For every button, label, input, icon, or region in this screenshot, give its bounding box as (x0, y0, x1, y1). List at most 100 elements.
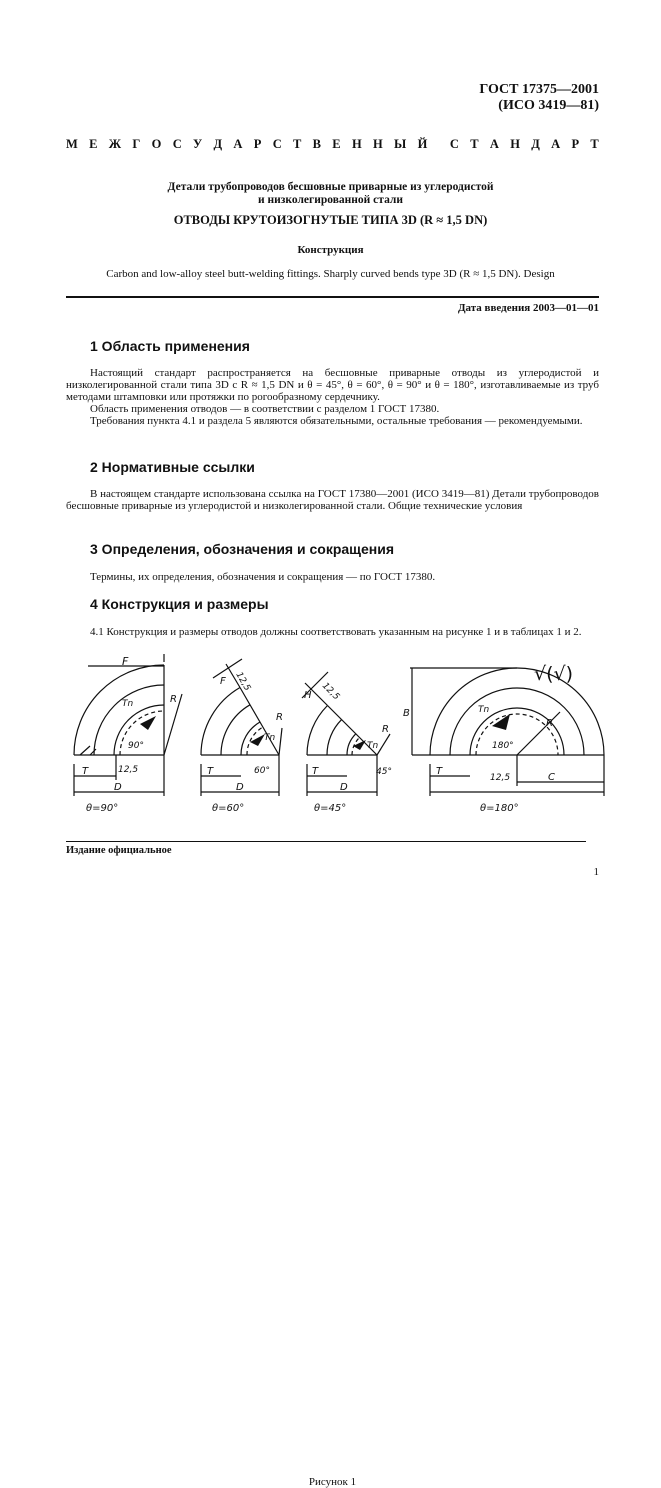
banner-letter: А (489, 137, 499, 151)
bend-90-hatch (140, 716, 156, 730)
figure-caption: Рисунок 1 (308, 1476, 357, 1488)
paragraph: Термины, их определения, обозначения и с… (90, 571, 436, 583)
bend-45-inner-arc (346, 733, 357, 756)
bend-60-end-face (239, 687, 280, 756)
label-T: T (436, 766, 443, 777)
construction-label: Конструкция (297, 244, 364, 256)
section-heading: 3 Определения, обозначения и сокращения (90, 541, 395, 557)
introduction-date: Дата введения 2003—01—01 (457, 302, 599, 314)
banner-letter: У (193, 137, 203, 151)
banner-letter: М (66, 137, 78, 151)
figure-1: F R Tn 90° T D 12,5 θ=90° F 12,5 R Tn 60… (60, 654, 605, 1488)
banner-letter: Т (590, 137, 599, 151)
bend-45-end-face (327, 705, 378, 756)
banner-letter: Й (417, 137, 428, 151)
banner-letter: Р (571, 137, 580, 151)
bend-180-middle-arc (449, 687, 585, 756)
bend-90-inner-arc (113, 704, 165, 756)
standard-designation: ГОСТ 17375—2001 (ИСО 3419—81) (479, 82, 599, 114)
bend-45-drawing: H 12,5 R Tn 45° T D θ=45° (301, 671, 392, 814)
section-4: 4 Конструкция и размеры 4.1 Конструкция … (66, 596, 599, 638)
bend-90-drawing: F R Tn 90° T D 12,5 θ=90° (73, 654, 183, 814)
label-D: D (114, 782, 122, 793)
label-B: B (403, 708, 410, 719)
bend-90-dim-R (163, 693, 183, 756)
banner-letter: Т (293, 137, 302, 151)
bend-90-dashed-arc (119, 710, 165, 756)
label-theta-180: θ=180° (480, 803, 519, 814)
bend-180-inner-arc (469, 707, 565, 756)
label-T: T (207, 766, 214, 777)
banner-letter: Н (372, 137, 383, 151)
label-R: R (276, 712, 283, 723)
banner-letter: Ы (394, 137, 407, 151)
label-R: R (170, 694, 177, 705)
page-number: 1 (593, 866, 600, 878)
bend-60-outer-arc (200, 686, 241, 756)
bend-180-drawing: B Tn R 180° T 12,5 C θ=180° √(√) (403, 663, 605, 814)
label-H: H (304, 690, 312, 701)
section-3: 3 Определения, обозначения и сокращения … (66, 541, 599, 583)
bend-45-ext-line (304, 682, 328, 706)
paragraph: Область применения отводов — в соответст… (90, 403, 440, 415)
paragraph: В настоящем стандарте использована ссылк… (66, 488, 599, 512)
bend-60-dim-R (278, 727, 283, 756)
document-subtitle: Детали трубопроводов бесшовные приварные… (60, 181, 601, 207)
bend-45-dim-R (376, 733, 391, 756)
label-12-5: 12,5 (320, 681, 341, 702)
label-theta-90: θ=90° (86, 803, 118, 814)
label-R: R (546, 718, 553, 729)
banner-letter: С (272, 137, 282, 151)
banner-letter: Т (470, 137, 479, 151)
label-T: T (312, 766, 319, 777)
section-heading: 1 Область применения (90, 338, 250, 354)
bend-60-hatch (250, 734, 265, 746)
bend-60-inner-arc (240, 721, 261, 756)
paragraph: Требования пункта 4.1 и раздела 5 являют… (90, 415, 583, 427)
document-title: ОТВОДЫ КРУТОИЗОГНУТЫЕ ТИПА 3D (R ≈ 1,5 D… (173, 213, 488, 227)
label-F: F (220, 676, 226, 687)
bend-60-drawing: F 12,5 R Tn 60° T D θ=60° (200, 658, 283, 814)
bends-drawing: F R Tn 90° T D 12,5 θ=90° F 12,5 R Tn 60… (73, 654, 605, 814)
bend-180-outer-arc (429, 667, 605, 756)
banner-letter: Р (253, 137, 262, 151)
paragraph: 4.1 Конструкция и размеры отводов должны… (90, 626, 582, 638)
bend-45-dim-H (301, 671, 329, 699)
section-heading: 4 Конструкция и размеры (90, 596, 269, 612)
header-divider (66, 296, 599, 298)
label-12-5: 12,5 (118, 765, 138, 775)
label-12-5: 12,5 (490, 773, 510, 783)
banner-letter: С (449, 137, 459, 151)
bend-90-outer-arc (73, 664, 165, 756)
section-2: 2 Нормативные ссылки В настоящем стандар… (66, 460, 599, 512)
footer-divider (66, 841, 586, 842)
bend-45-hatch (353, 740, 366, 750)
surface-roughness-symbol: √(√) (534, 663, 573, 685)
banner-letter: А (551, 137, 561, 151)
banner-letter: Н (510, 137, 520, 151)
english-title: Carbon and low-alloy steel butt-welding … (106, 268, 555, 280)
label-Tn: Tn (367, 741, 378, 751)
label-C: C (548, 772, 555, 783)
banner-letter: Г (132, 137, 141, 151)
bend-60-middle-arc (220, 704, 251, 756)
standard-code: ГОСТ 17375—2001 (479, 82, 599, 97)
label-Tn: Tn (122, 699, 133, 709)
iso-code: (ИСО 3419—81) (498, 98, 599, 113)
banner-letter: В (312, 137, 321, 151)
bend-90-weld-mark (79, 745, 97, 756)
bend-90-middle-arc (93, 684, 165, 756)
section-1: 1 Область применения Настоящий стандарт … (66, 338, 599, 427)
banner-letter: Д (531, 137, 540, 151)
label-theta-45: θ=45° (314, 803, 346, 814)
paragraph: Настоящий стандарт распространяется на б… (66, 367, 599, 403)
label-angle-90: 90° (128, 741, 144, 751)
bend-60-dim-F (212, 658, 243, 679)
label-angle-45: 45° (376, 767, 392, 777)
bend-180-radius-line (516, 711, 561, 756)
label-angle-60: 60° (254, 766, 270, 776)
banner-letter: Ж (108, 137, 122, 151)
edition-label: Издание официальное (66, 845, 172, 856)
banner-letter: О (151, 137, 162, 151)
